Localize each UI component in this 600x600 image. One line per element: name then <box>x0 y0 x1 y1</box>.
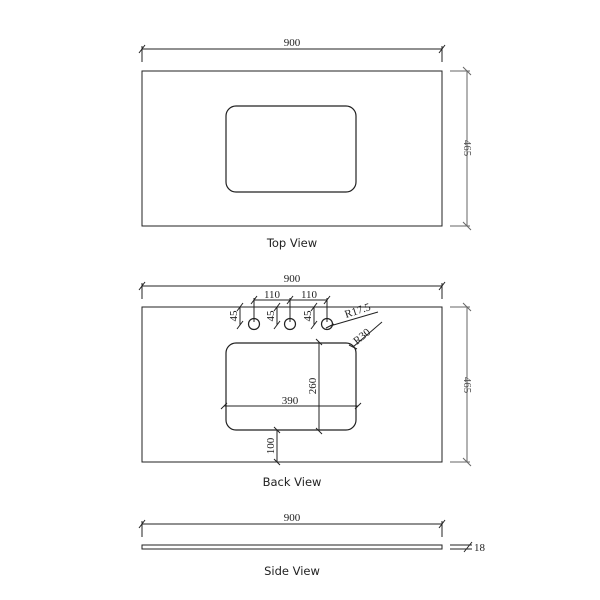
tap-spacing-1-value: 110 <box>264 289 281 301</box>
top-view-label: Top View <box>266 236 317 250</box>
back-countertop-outline <box>141 306 443 463</box>
tap-offset-2-value: 45 <box>265 310 277 322</box>
bowl-radius-leader: R30 <box>348 321 383 350</box>
top-depth-dimension: 465 <box>450 66 473 231</box>
tap-hole-1 <box>247 317 261 331</box>
side-width-value: 900 <box>284 512 301 524</box>
back-depth-value: 465 <box>461 377 473 394</box>
tap-offset-1-value: 45 <box>228 310 240 322</box>
side-view-label: Side View <box>264 564 320 578</box>
tap-holes <box>247 317 334 331</box>
back-view: 900 110 110 45 <box>138 273 473 489</box>
back-width-dimension: 900 <box>138 273 446 299</box>
side-view: 900 18 Side View <box>138 512 486 578</box>
tap-hole-2 <box>283 317 297 331</box>
tap-offset-3-value: 45 <box>302 310 314 322</box>
top-depth-value: 465 <box>461 140 473 157</box>
bowl-front-offset-value: 100 <box>265 437 277 454</box>
side-slab-outline <box>141 544 443 550</box>
tap-radius-leader: R17.5 <box>325 301 379 329</box>
bowl-width-dimension: 390 <box>220 395 362 410</box>
tap-spacing-2-value: 110 <box>301 289 318 301</box>
bowl-depth-dimension: 260 <box>307 338 323 435</box>
back-view-label: Back View <box>263 475 322 489</box>
back-depth-dimension: 465 <box>450 302 473 467</box>
tap-hole-3 <box>320 317 334 331</box>
top-basin-outline <box>225 105 357 193</box>
side-thickness-dimension: 18 <box>450 541 486 554</box>
top-countertop-outline <box>141 70 443 227</box>
back-width-value: 900 <box>284 273 301 285</box>
tap-spacing-dimension: 110 110 <box>250 289 331 322</box>
bowl-depth-value: 260 <box>307 377 319 394</box>
top-width-value: 900 <box>284 37 301 49</box>
top-width-dimension: 900 <box>138 37 446 62</box>
top-view: 900 465 Top View <box>138 37 473 250</box>
back-basin-outline <box>225 342 357 431</box>
side-width-dimension: 900 <box>138 512 446 537</box>
tap-offset-dimensions: 45 45 45 <box>228 302 318 330</box>
bowl-width-value: 390 <box>282 395 299 407</box>
bowl-front-offset-dimension: 100 <box>265 426 281 466</box>
side-thickness-value: 18 <box>474 542 486 554</box>
bowl-radius-value: R30 <box>351 326 373 347</box>
